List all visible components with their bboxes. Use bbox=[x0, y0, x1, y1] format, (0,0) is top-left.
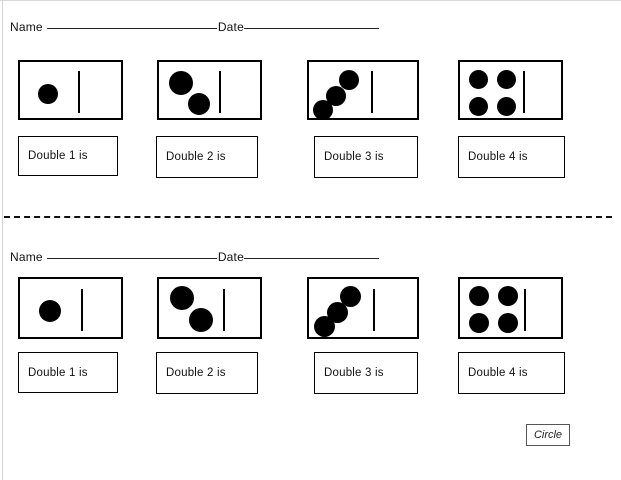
domino-card-2[interactable] bbox=[157, 277, 262, 339]
domino-divider-line bbox=[373, 289, 375, 331]
domino-pip bbox=[169, 71, 193, 95]
answer-label: Double 4 is bbox=[468, 367, 528, 379]
name-blank-rule[interactable] bbox=[46, 28, 217, 29]
domino-divider-line bbox=[78, 71, 80, 113]
shape-label-circle[interactable]: Circle bbox=[526, 424, 570, 446]
domino-pip bbox=[469, 97, 488, 116]
date-label: Date bbox=[217, 250, 244, 264]
domino-divider-line bbox=[371, 71, 373, 113]
answer-label: Double 3 is bbox=[324, 151, 384, 163]
domino-card-3[interactable] bbox=[307, 60, 419, 120]
name-date-line: Name Date bbox=[10, 20, 410, 38]
domino-pip bbox=[498, 286, 518, 306]
answer-label: Double 1 is bbox=[28, 150, 88, 162]
name-date-line: Name Date bbox=[10, 250, 410, 268]
domino-divider-line bbox=[223, 289, 225, 331]
answer-label: Double 2 is bbox=[166, 151, 226, 163]
answer-label: Double 1 is bbox=[28, 366, 88, 379]
domino-pip bbox=[339, 70, 359, 90]
answer-box-1[interactable]: Double 1 is bbox=[18, 352, 118, 393]
domino-divider-line bbox=[81, 289, 83, 331]
shape-label-text: Circle bbox=[533, 429, 563, 441]
answer-label: Double 4 is bbox=[468, 151, 528, 163]
page-left-edge bbox=[2, 0, 3, 480]
date-label: Date bbox=[217, 20, 244, 34]
date-blank-rule[interactable] bbox=[243, 28, 379, 29]
domino-pip bbox=[170, 286, 194, 310]
answer-box-1[interactable]: Double 1 is bbox=[18, 136, 118, 176]
date-blank-rule[interactable] bbox=[243, 258, 379, 259]
domino-divider-line bbox=[524, 289, 526, 331]
domino-pip bbox=[469, 70, 488, 89]
domino-card-3[interactable] bbox=[307, 277, 419, 339]
domino-card-1[interactable] bbox=[18, 277, 123, 339]
domino-pip bbox=[38, 84, 58, 104]
domino-pip bbox=[39, 300, 61, 322]
answer-box-2[interactable]: Double 2 is bbox=[156, 136, 258, 178]
domino-pip bbox=[327, 302, 348, 323]
domino-pip bbox=[498, 313, 518, 333]
domino-pip bbox=[189, 308, 213, 332]
domino-pip bbox=[188, 93, 210, 115]
domino-card-1[interactable] bbox=[18, 60, 123, 120]
domino-card-4[interactable] bbox=[458, 60, 563, 120]
domino-divider-line bbox=[523, 71, 525, 113]
cut-line-dashed bbox=[4, 216, 612, 218]
domino-pip bbox=[326, 86, 346, 106]
answer-box-4[interactable]: Double 4 is bbox=[458, 136, 565, 178]
domino-pip bbox=[314, 316, 335, 337]
answer-box-3[interactable]: Double 3 is bbox=[314, 136, 418, 178]
domino-card-4[interactable] bbox=[458, 277, 563, 339]
name-label: Name bbox=[10, 20, 43, 34]
domino-pip bbox=[469, 313, 489, 333]
domino-divider-line bbox=[219, 71, 221, 113]
answer-box-3[interactable]: Double 3 is bbox=[314, 352, 418, 394]
answer-label: Double 2 is bbox=[166, 367, 226, 379]
domino-pip bbox=[313, 100, 333, 120]
page-top-edge bbox=[0, 0, 621, 1]
answer-label: Double 3 is bbox=[324, 367, 384, 379]
name-label: Name bbox=[10, 250, 43, 264]
worksheet-half-bottom: Name Date Double 1 is Double 2 is Double … bbox=[0, 216, 621, 480]
domino-pip bbox=[340, 286, 361, 307]
domino-pip bbox=[497, 97, 516, 116]
domino-pip bbox=[469, 286, 489, 306]
worksheet-half-top: Name Date Double 1 is Double 2 is Double … bbox=[0, 0, 621, 216]
answer-box-2[interactable]: Double 2 is bbox=[156, 352, 258, 394]
answer-box-4[interactable]: Double 4 is bbox=[458, 352, 565, 394]
name-blank-rule[interactable] bbox=[46, 258, 217, 259]
domino-pip bbox=[497, 70, 516, 89]
domino-card-2[interactable] bbox=[157, 60, 262, 120]
